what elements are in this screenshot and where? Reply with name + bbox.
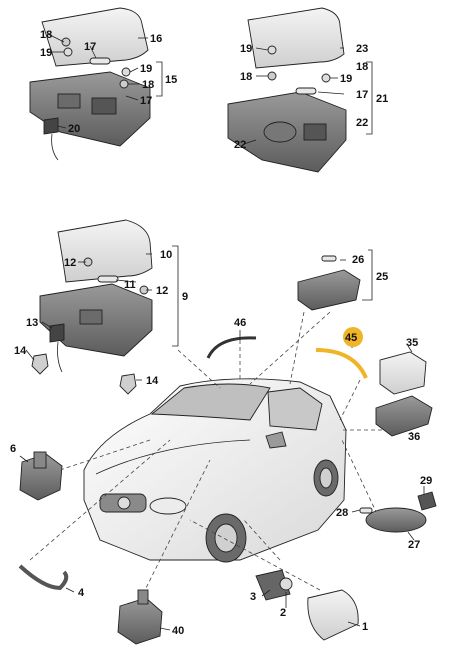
lamp-27	[365, 507, 427, 533]
rear-rim	[319, 467, 333, 489]
lamp-housing-15	[29, 71, 151, 147]
label-22: 22	[234, 139, 246, 151]
clip-14	[31, 353, 49, 375]
right-middle-parts	[206, 255, 433, 437]
label-4: 4	[78, 587, 85, 599]
label-19: 19	[40, 47, 52, 59]
highlight-marker-45	[343, 327, 363, 347]
label-2: 2	[280, 607, 286, 619]
module-25	[297, 269, 361, 311]
clip-14b	[119, 373, 137, 395]
badge	[117, 496, 131, 510]
wire-4	[18, 564, 69, 591]
label-6: 6	[10, 443, 16, 455]
lens-cover-23	[247, 7, 345, 69]
bulb-17r	[295, 87, 317, 95]
label-26: 26	[352, 254, 364, 266]
headlight	[149, 497, 187, 515]
switch-9	[79, 309, 103, 325]
bulb-18c	[267, 71, 277, 81]
label-35: 35	[406, 337, 418, 349]
bulb-18a	[61, 37, 71, 47]
label-9: 9	[182, 291, 188, 303]
side-indicator-1	[307, 589, 359, 641]
label-29: 29	[420, 475, 432, 487]
lamp-36	[375, 395, 433, 437]
label-19: 19	[240, 43, 252, 55]
side-window	[267, 387, 323, 431]
label-14: 14	[146, 375, 159, 387]
bulb-28	[359, 507, 373, 514]
label-19: 19	[140, 63, 152, 75]
hood-line	[95, 439, 251, 475]
label-12: 12	[64, 257, 76, 269]
label-17: 17	[84, 41, 96, 53]
label-15: 15	[165, 74, 177, 86]
lamp-35	[379, 351, 427, 395]
label-19: 19	[340, 73, 352, 85]
label-18: 18	[356, 61, 368, 73]
label-11: 11	[124, 279, 136, 291]
switch-22	[303, 123, 327, 141]
bottom-parts	[18, 451, 437, 645]
bulb-19a	[63, 47, 73, 57]
label-1: 1	[362, 621, 368, 633]
label-25: 25	[376, 271, 388, 283]
label-46: 46	[234, 317, 246, 329]
label-16: 16	[150, 33, 162, 45]
switch-15b	[91, 97, 117, 115]
middle-lamp-assembly	[31, 219, 153, 395]
label-12: 12	[156, 285, 168, 297]
strip-46	[206, 336, 257, 359]
label-18: 18	[40, 29, 52, 41]
label-13: 13	[26, 317, 38, 329]
label-20: 20	[68, 123, 80, 135]
label-18: 18	[240, 71, 252, 83]
lens-cover-16	[41, 7, 149, 67]
label-45: 45	[345, 332, 357, 344]
top-right-lamp-assembly	[227, 7, 347, 173]
bulb-holder-3	[255, 569, 291, 601]
switch-knob	[263, 121, 297, 143]
connector-13	[49, 323, 65, 343]
strip-45	[315, 348, 368, 379]
label-27: 27	[408, 539, 420, 551]
bulb-26	[321, 255, 337, 262]
lens-cover-10	[57, 219, 153, 283]
connector-20	[43, 117, 59, 135]
label-28: 28	[336, 507, 348, 519]
label-17: 17	[356, 89, 368, 101]
label-40: 40	[172, 625, 184, 637]
windshield	[150, 383, 271, 421]
connector-29	[417, 491, 437, 511]
bulb-19d	[321, 73, 331, 83]
bulb-11	[97, 275, 119, 283]
front-rim	[214, 523, 238, 553]
bulb-19c	[267, 45, 277, 55]
label-21: 21	[376, 93, 388, 105]
label-3: 3	[250, 591, 256, 603]
top-left-lamp-assembly	[29, 7, 151, 161]
label-36: 36	[408, 431, 420, 443]
bulb-19b	[121, 67, 131, 77]
bulb-2	[279, 577, 293, 591]
label-22: 22	[356, 117, 368, 129]
sensor-40	[117, 597, 163, 645]
bulb-18b	[119, 79, 129, 89]
mirror	[265, 431, 287, 449]
label-23: 23	[356, 43, 368, 55]
label-10: 10	[160, 249, 172, 261]
label-17: 17	[140, 95, 152, 107]
label-14: 14	[14, 345, 27, 357]
label-18: 18	[142, 79, 154, 91]
car-illustration	[83, 378, 347, 563]
switch-15a	[57, 93, 81, 109]
bulb-17	[89, 57, 111, 65]
